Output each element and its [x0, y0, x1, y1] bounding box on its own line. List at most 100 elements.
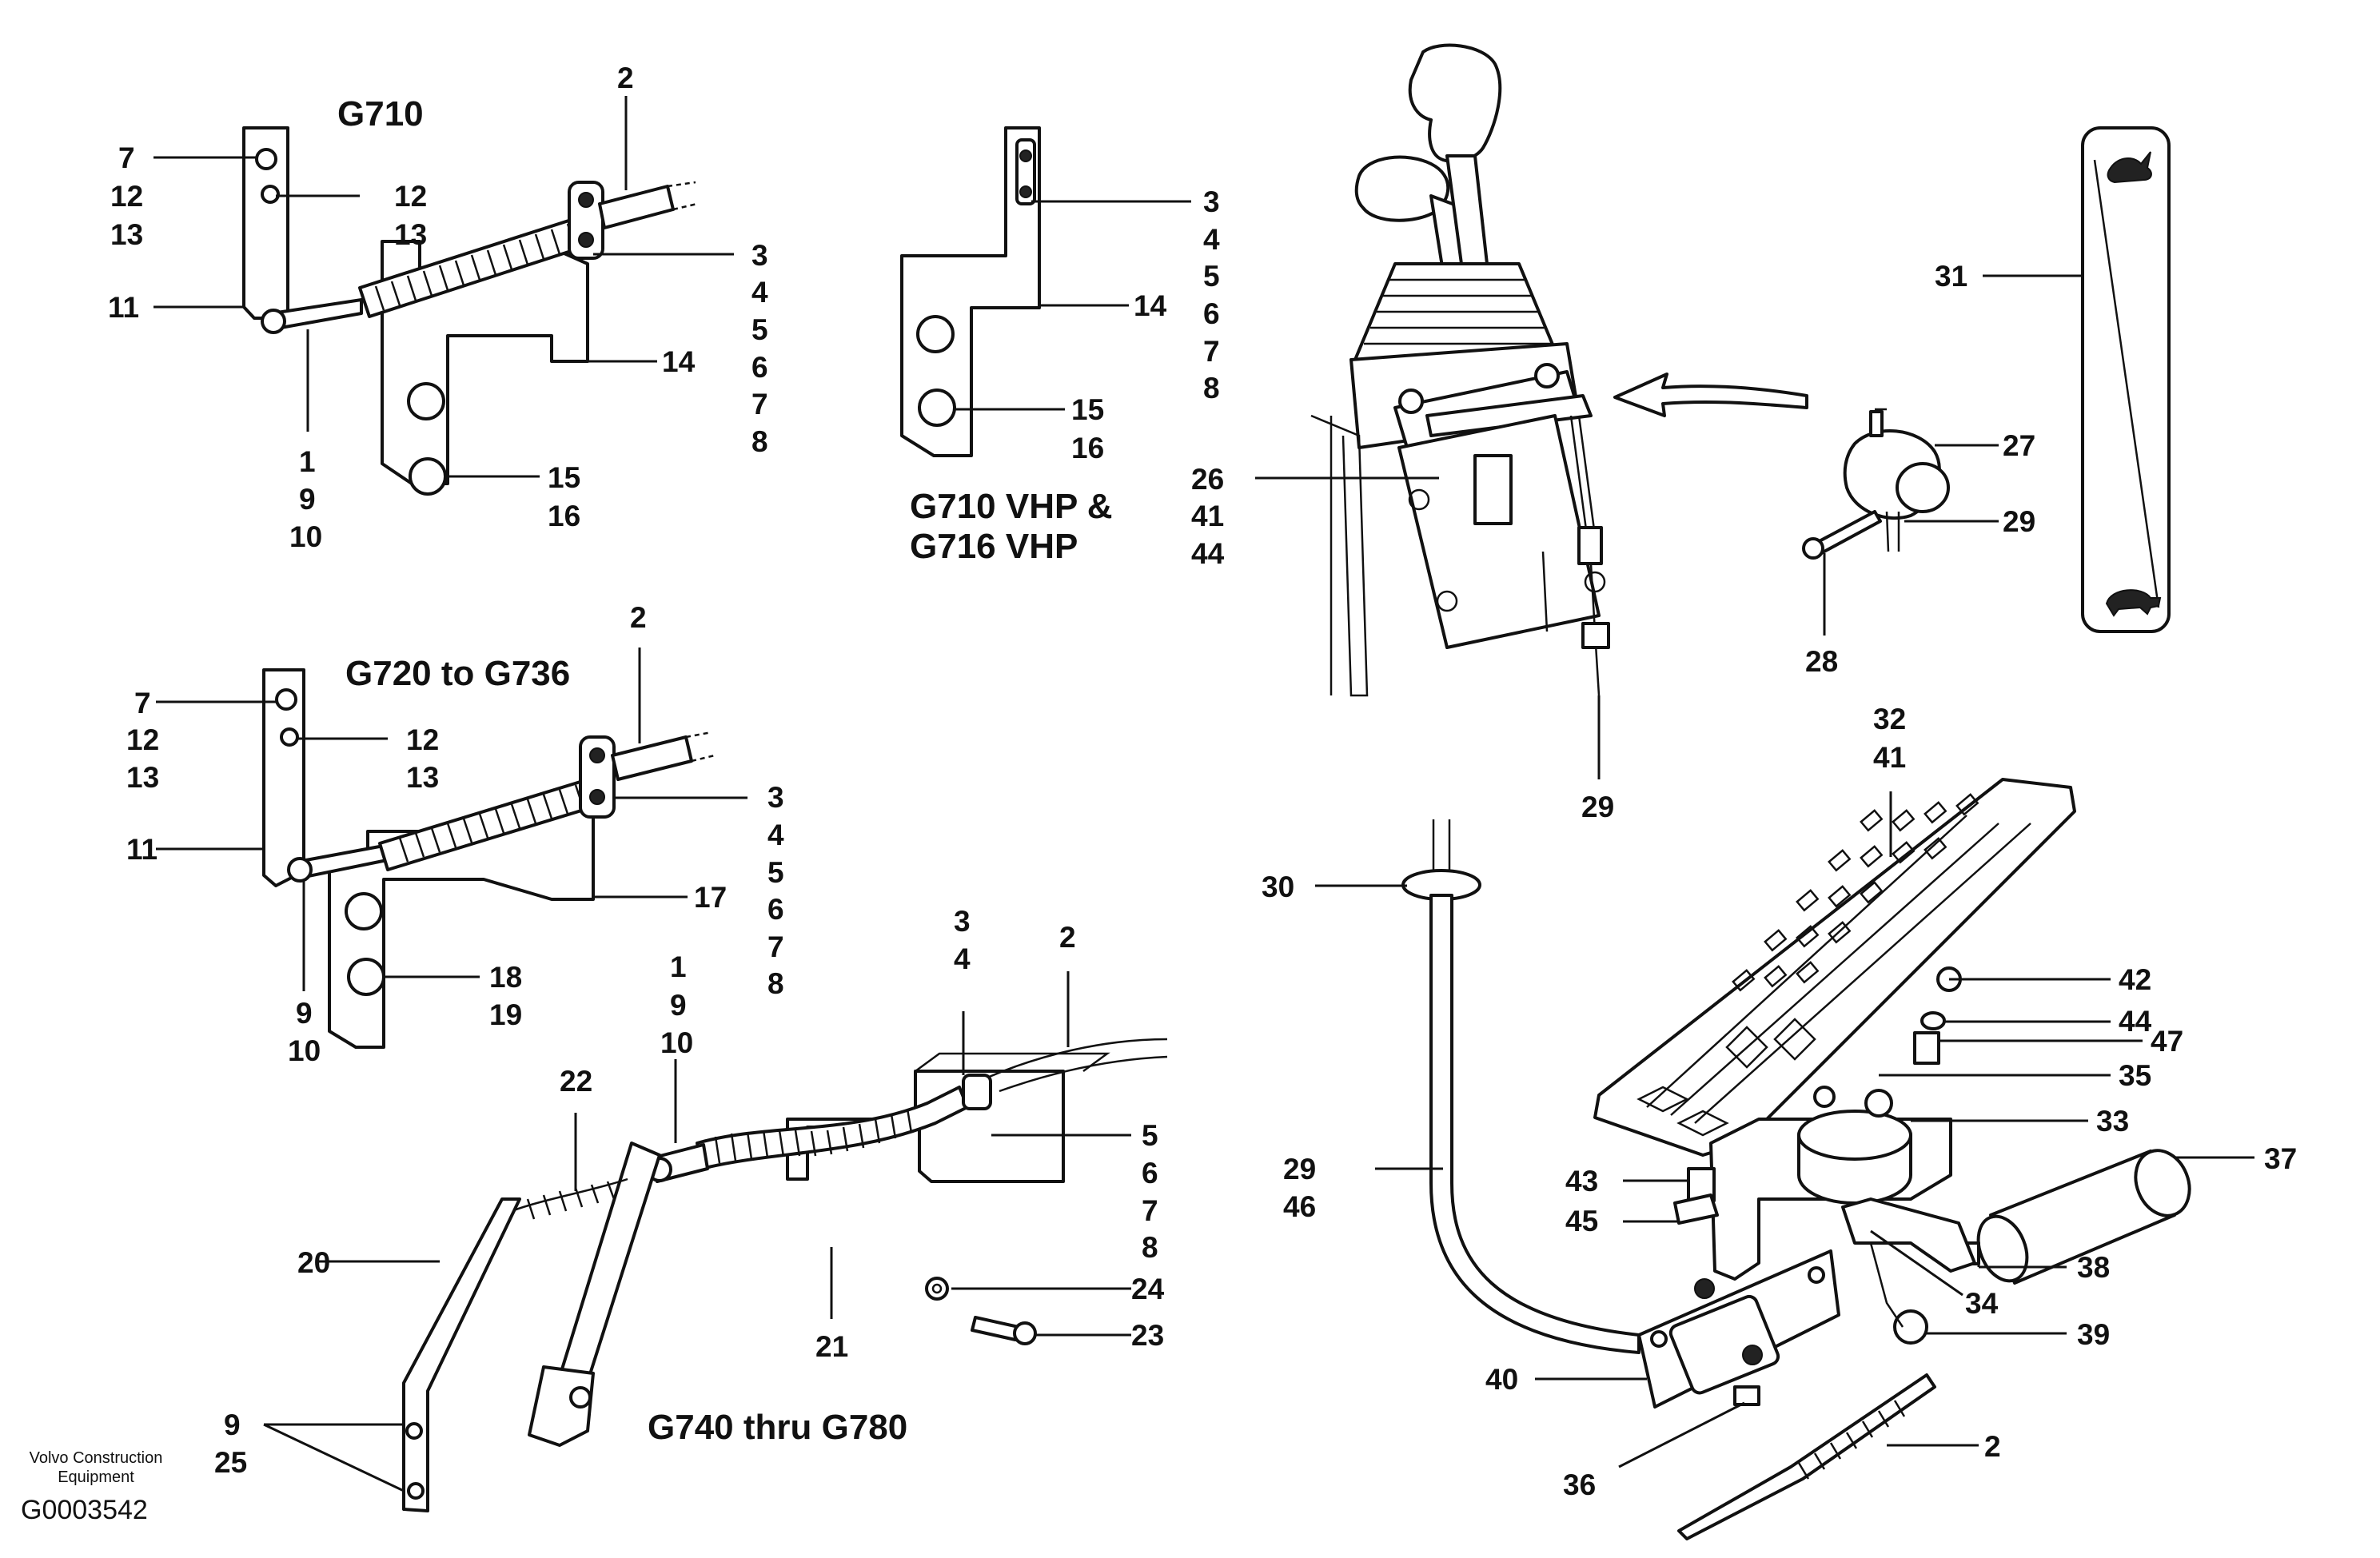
- callout-41: 41: [1873, 741, 1906, 774]
- callout-4: 4: [1203, 223, 1220, 256]
- leaders-control-lever: [1255, 476, 1601, 779]
- callout-7: 7: [134, 687, 151, 719]
- callout-38: 38: [2077, 1251, 2110, 1284]
- callout-26: 26: [1191, 463, 1224, 496]
- company-name-line2: Equipment: [58, 1468, 134, 1486]
- callout-14: 14: [662, 345, 696, 378]
- callout-17: 17: [694, 881, 727, 914]
- callout-41: 41: [1191, 500, 1224, 532]
- callout-12: 12: [110, 180, 143, 213]
- callout-9: 9: [296, 997, 313, 1030]
- callout-10: 10: [288, 1034, 321, 1067]
- callout-43: 43: [1565, 1165, 1598, 1197]
- callout-9: 9: [299, 483, 316, 516]
- callout-44: 44: [1191, 537, 1225, 570]
- callout-29: 29: [2003, 505, 2035, 538]
- callout-13: 13: [406, 761, 439, 794]
- callout-8: 8: [1142, 1231, 1158, 1264]
- callout-15: 15: [548, 461, 580, 494]
- callouts-g720: 2 7 12 13 12 13 11 3 4 5 6 7 8 17 18 19 …: [126, 601, 784, 1067]
- callout-2: 2: [1984, 1430, 2001, 1463]
- callout-7: 7: [1142, 1194, 1158, 1227]
- view-g720: G720 to G736: [262, 654, 716, 1049]
- callout-4: 4: [767, 819, 784, 851]
- leaders-pedal: [1315, 791, 2254, 1468]
- callout-24: 24: [1131, 1273, 1165, 1305]
- view-g710: G710: [242, 94, 698, 496]
- callout-8: 8: [1203, 372, 1220, 404]
- callout-13: 13: [126, 761, 159, 794]
- leaders-detail-decal: [1823, 274, 2083, 636]
- callout-34: 34: [1965, 1287, 1999, 1320]
- callouts-control-lever: 26 41 44 29: [1191, 463, 1614, 823]
- drawing-id: G0003542: [21, 1495, 148, 1525]
- callout-8: 8: [767, 967, 784, 1000]
- view-title-g720: G720 to G736: [345, 654, 570, 693]
- callout-36: 36: [1563, 1468, 1596, 1501]
- callout-4: 4: [751, 276, 768, 309]
- callout-2: 2: [617, 62, 634, 94]
- callout-13: 13: [110, 218, 143, 251]
- callout-18: 18: [489, 961, 522, 994]
- callout-32: 32: [1873, 703, 1906, 735]
- callouts-g710-vhp: 3 4 5 6 7 8 14 15 16: [1071, 185, 1220, 464]
- callout-21: 21: [815, 1330, 848, 1363]
- callouts-pedal: 32 41 30 42 44 47 35 33 37 29 46 43 45 3…: [1262, 703, 2297, 1501]
- company-name-line1: Volvo Construction: [30, 1449, 163, 1467]
- callout-4: 4: [954, 942, 971, 975]
- callout-8: 8: [751, 425, 768, 458]
- callout-25: 25: [214, 1446, 247, 1479]
- view-title-g710-vhp-line2: G716 VHP: [910, 527, 1078, 566]
- callout-6: 6: [767, 893, 784, 926]
- callouts-g710: 2 7 12 13 12 13 11 3 4 5 6 7 8 14 1 9 10…: [108, 62, 768, 553]
- turtle-icon: [2105, 589, 2162, 617]
- view-pedal: [1401, 778, 2191, 1540]
- callout-5: 5: [1142, 1119, 1158, 1152]
- callout-30: 30: [1262, 871, 1294, 903]
- callout-12: 12: [406, 723, 439, 756]
- leaders-g710-vhp: [955, 200, 1191, 411]
- callouts-detail-decal: 27 29 28 31: [1805, 260, 2035, 678]
- callout-7: 7: [751, 388, 768, 420]
- callout-7: 7: [767, 930, 784, 963]
- callout-12: 12: [394, 180, 427, 213]
- callout-37: 37: [2264, 1142, 2297, 1175]
- callout-9: 9: [224, 1409, 241, 1441]
- callout-3: 3: [767, 781, 784, 814]
- leaders-g740: [263, 971, 1131, 1492]
- footer: Volvo Construction Equipment G0003542: [21, 1449, 162, 1525]
- callout-31: 31: [1935, 260, 1967, 293]
- callout-39: 39: [2077, 1318, 2110, 1351]
- callout-44: 44: [2119, 1005, 2152, 1038]
- callout-20: 20: [297, 1246, 330, 1279]
- callout-45: 45: [1565, 1205, 1598, 1237]
- callout-9: 9: [670, 989, 687, 1022]
- callout-3: 3: [751, 239, 768, 272]
- callout-28: 28: [1805, 645, 1838, 678]
- callout-10: 10: [660, 1026, 693, 1059]
- callout-29: 29: [1581, 791, 1614, 823]
- callout-11: 11: [126, 833, 157, 866]
- callout-2: 2: [630, 601, 647, 634]
- callout-16: 16: [548, 500, 580, 532]
- callout-5: 5: [751, 313, 768, 346]
- callout-33: 33: [2096, 1105, 2129, 1138]
- callout-22: 22: [560, 1065, 592, 1098]
- callout-13: 13: [394, 218, 427, 251]
- callout-40: 40: [1485, 1363, 1518, 1396]
- view-control-lever: [1310, 43, 1808, 697]
- callout-7: 7: [1203, 335, 1220, 368]
- callout-5: 5: [1203, 260, 1220, 293]
- view-g710-vhp: G710 VHP & G716 VHP: [900, 126, 1113, 566]
- callout-42: 42: [2119, 963, 2151, 996]
- callouts-g740: 3 4 2 1 9 10 22 5 6 7 8 20 24 23 21 9 25: [214, 905, 1165, 1479]
- view-g740: G740 thru G780: [402, 1038, 1168, 1512]
- callout-1: 1: [670, 950, 687, 983]
- callout-2: 2: [1059, 921, 1076, 954]
- leaders-g710: [153, 96, 734, 478]
- callout-23: 23: [1131, 1319, 1164, 1352]
- callout-15: 15: [1071, 393, 1104, 426]
- view-title-g740: G740 thru G780: [648, 1408, 907, 1447]
- callout-11: 11: [108, 291, 139, 324]
- callout-6: 6: [751, 351, 768, 384]
